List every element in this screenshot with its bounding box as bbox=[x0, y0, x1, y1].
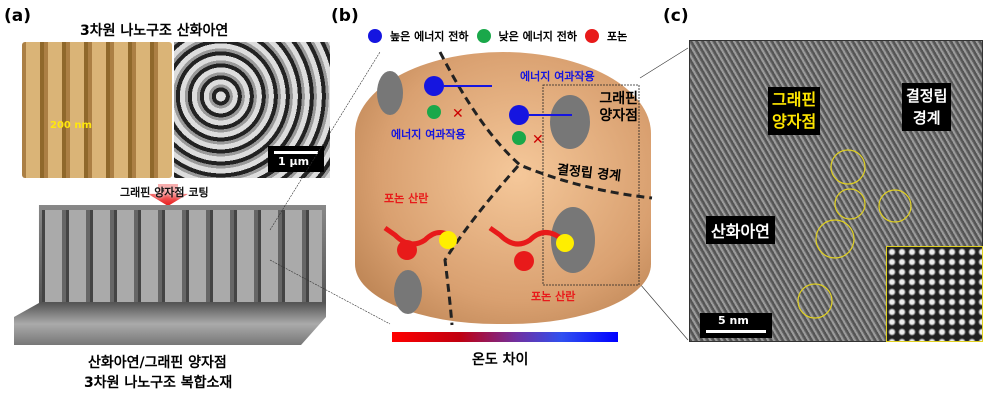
gqd-particle bbox=[377, 71, 403, 115]
gb-label-line1: 결정립 bbox=[906, 87, 948, 105]
scale-1um: 1 µm bbox=[278, 155, 310, 168]
low-energy-charge bbox=[427, 105, 441, 119]
tem-scale-label: 5 nm bbox=[718, 314, 749, 327]
inset-lattice-image bbox=[886, 246, 983, 342]
phonon-scatter-label-2: 포논 산란 bbox=[531, 290, 576, 303]
low-energy-charge bbox=[512, 131, 526, 145]
scale-bar bbox=[274, 151, 318, 154]
legend-low-energy-dot bbox=[476, 29, 491, 43]
tem-scale-box: 5 nm bbox=[700, 313, 772, 338]
block-x-icon: ✕ bbox=[452, 106, 464, 122]
gqd-label-b: 그래핀 양자점 bbox=[599, 91, 638, 124]
gqd-label-line1: 그래핀 bbox=[772, 90, 817, 109]
scatter-burst-icon bbox=[439, 231, 457, 249]
tem-scale-bar bbox=[706, 330, 766, 333]
gb-label-line2: 경계 bbox=[912, 109, 941, 127]
scale-bar-box: 1 µm bbox=[268, 146, 324, 172]
grain-boundary-line bbox=[443, 165, 520, 326]
gqd-particle bbox=[550, 95, 590, 149]
zno-3d-structure-image: 200 nm bbox=[22, 42, 172, 178]
colorbar-label: 온도 차이 bbox=[472, 352, 529, 368]
legend-phonon: 포논 bbox=[607, 30, 628, 43]
scale-200nm: 200 nm bbox=[50, 120, 92, 131]
legend-high-energy: 높은 에너지 전하 bbox=[390, 30, 469, 43]
panel-b-legend: 높은 에너지 전하 낮은 에너지 전하 포논 bbox=[368, 28, 627, 44]
energy-filter-label-2: 에너지 여과작용 bbox=[391, 128, 466, 141]
gqd-label-line2: 양자점 bbox=[772, 112, 817, 131]
scatter-burst-icon bbox=[556, 234, 574, 252]
zno-label: 산화아연 bbox=[706, 216, 775, 244]
phonon-scatter-label-1: 포논 산란 bbox=[384, 192, 429, 205]
panel-a-caption-2: 3차원 나노구조 복합소재 bbox=[84, 375, 233, 391]
block-x-icon: ✕ bbox=[532, 132, 544, 148]
grain-boundary-label-c: 결정립 경계 bbox=[902, 83, 952, 131]
panel-b-label: (b) bbox=[331, 6, 359, 26]
sem-image: 1 µm bbox=[174, 42, 330, 178]
tem-image: 그래핀 양자점 결정립 경계 산화아연 5 nm bbox=[689, 40, 983, 342]
phonon-wave bbox=[488, 225, 565, 247]
gqd-particle bbox=[394, 270, 422, 314]
panel-a-label: (a) bbox=[4, 6, 32, 26]
legend-low-energy: 낮은 에너지 전하 bbox=[498, 30, 578, 43]
energy-filter-label-1: 에너지 여과작용 bbox=[520, 70, 595, 83]
gqd-label-c: 그래핀 양자점 bbox=[768, 87, 821, 135]
temperature-colorbar bbox=[392, 332, 618, 342]
legend-phonon-dot bbox=[585, 29, 599, 43]
high-energy-charge bbox=[424, 76, 444, 96]
panel-c-label: (c) bbox=[663, 6, 689, 26]
panel-a-caption-1: 산화아연/그래핀 양자점 bbox=[88, 355, 227, 371]
phonon bbox=[514, 251, 534, 271]
high-energy-charge bbox=[509, 105, 529, 125]
zoom-box bbox=[542, 84, 640, 286]
panel-a-title: 3차원 나노구조 산화아연 bbox=[80, 23, 229, 39]
coating-label: 그래핀 양자점 코팅 bbox=[120, 186, 209, 199]
gqd-circles bbox=[797, 149, 912, 319]
legend-high-energy-dot bbox=[368, 29, 382, 43]
composite-structure-image bbox=[14, 205, 326, 345]
phonon bbox=[397, 240, 417, 260]
